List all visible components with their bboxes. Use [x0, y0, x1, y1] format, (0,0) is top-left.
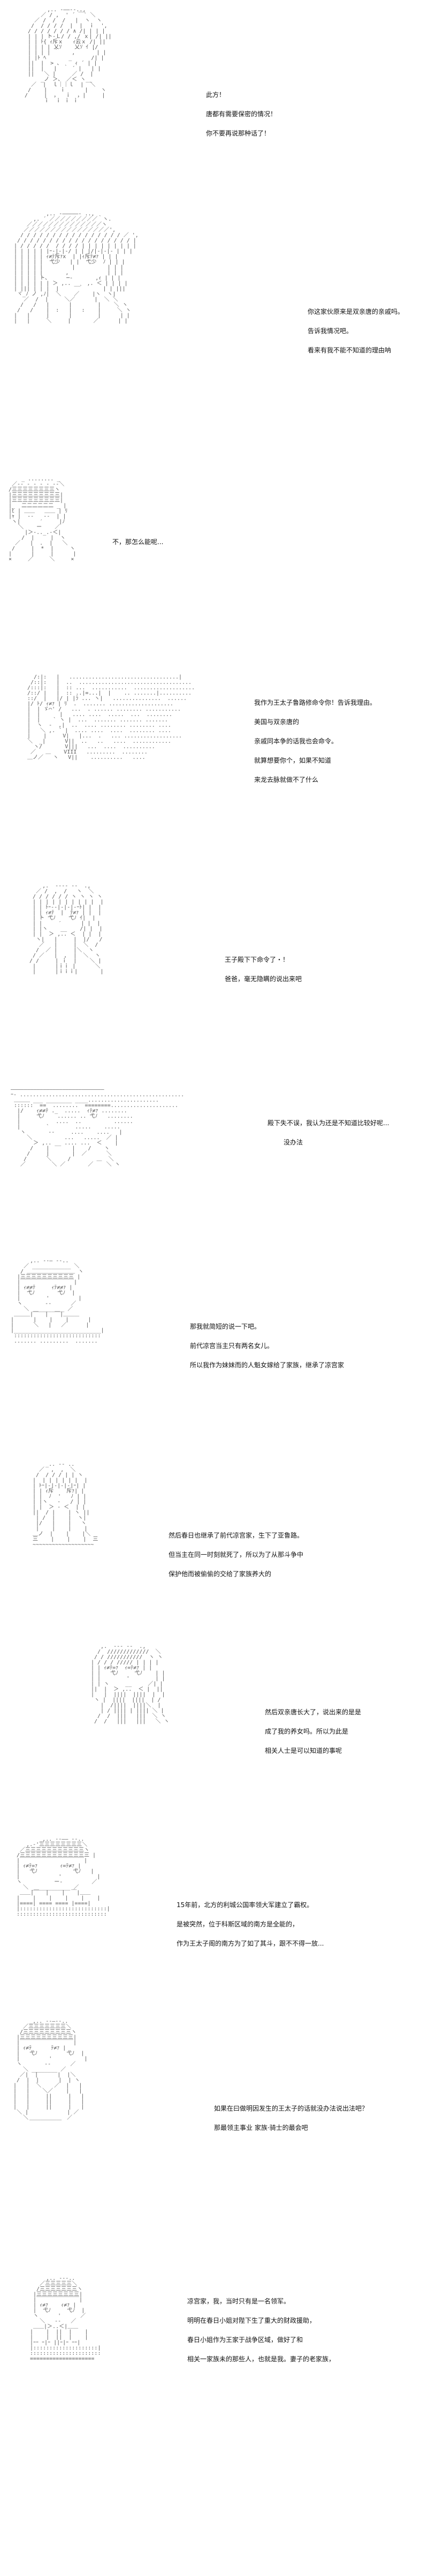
dialog-text: 此方！ 唐都有需要保密的情况！ 你不要再说那种话了！ — [206, 80, 277, 148]
dialog-line: 就算想要你个，如果不知道 — [254, 757, 332, 764]
dialog-line: 15年前，北方的利城公国率领大军建立了霸权。 — [177, 1901, 314, 1909]
dialog-line: 你这家伙原来是双亲唐的亲戚吗。 — [308, 308, 404, 315]
panel-2: ,.. -―――――- .., ,. ´ ／／／／／／／／／｀ヽ. ／／／／／／… — [0, 206, 428, 431]
ascii-art-character: /:|: | .................................… — [27, 674, 195, 760]
dialog-text: 然后双亲唐长大了，说出来的是是 成了我的养女吗。所以为此是 相关人士是可以知道的… — [265, 1698, 361, 1765]
dialog-line: 我作为王太子鲁路修命令你！告诉我理由。 — [254, 699, 377, 706]
dialog-line: 如果在曰做明因发生的王太子的话就没办法说出法吧？ — [214, 2105, 369, 2112]
dialog-line: 相关人士是可以知道的事呢 — [265, 1747, 342, 1754]
ascii-art-character: ,.. -―――――- .., ,. ´ ／／／／／／／／／｀ヽ. ／／／／／／… — [14, 211, 139, 324]
dialog-line: 没办法 — [284, 1139, 303, 1146]
ascii-art-character: _,.. ‐‐―― ‐‐.. ,.‐'三三三三三三三三＼ ／三三三三三三三三三三… — [17, 1836, 110, 1917]
dialog-line: 那最领主事业 家族·骑士的最会吧 — [214, 2124, 308, 2131]
panel-4: /:|: | .................................… — [0, 664, 428, 857]
ascii-art-character: ,.. ‐‐― ‐‐.. ／ ____________ ＼ / ＿＿＿＿＿＿＿＿… — [11, 1258, 104, 1344]
dialog-text: 你这家伙原来是双亲唐的亲戚吗。 告诉我情况吧。 看来有我不能不知道的理由呐 — [308, 297, 404, 365]
dialog-line: 然后春日也继承了前代凉宫家，生下了亚鲁路。 — [169, 1532, 304, 1539]
ascii-art-character: ,. -‐‐ ‐- ., / ///////////// ＼ / / /////… — [91, 1644, 170, 1724]
dialog-text: 那我就简短的说一下吧。 前代凉宫当主只有两名女儿。 所以我作为妹妹而的人魁女嫁给… — [190, 1312, 344, 1380]
dialog-line: 是被突然，位于科斯区域的南方是全能的， — [177, 1920, 299, 1928]
dialog-text: 然后春日也继承了前代凉宫家，生下了亚鲁路。 但当主在同一时刻就死了，所以为了从那… — [169, 1521, 303, 1588]
dialog-text: 如果在曰做明因发生的王太子的话就没办法说出法吧？ 那最领主事业 家族·骑士的最会… — [214, 2094, 368, 2142]
dialog-line: 前代凉宫当主只有两名女儿。 — [190, 1342, 274, 1350]
dialog-line: 不，那怎么能呢... — [112, 538, 164, 546]
ascii-art-character: ,.. ‐――‐‐.., ／ / , ' ´ ￣` ＼ ／ / / / | ヽ … — [25, 7, 112, 104]
ascii-art-character: ,.. ‐‐‐.. ／三三三三三＼ /三三三三三三三ヽ |三三三三三三三三| |… — [30, 2276, 101, 2362]
dialog-line: 但当主在同一时刻就死了，所以为了从那斗争中 — [169, 1551, 304, 1558]
ascii-art-character: _,.. ‐‐―‐‐.. ／三三三三三三三＼ /三三三三三三三三三ヽ |三三三三… — [13, 2018, 88, 2126]
dialog-line: 成了我的养女吗。所以为此是 — [265, 1728, 349, 1735]
dialog-line: 作为王太子阁的南方为了如了其斗，跟不不得一放... — [177, 1940, 324, 1947]
dialog-text: 15年前，北方的利城公国率领大军建立了霸权。 是被突然，位于科斯区域的南方是全能… — [177, 1890, 324, 1958]
dialog-line: 王子殿下下命令了・！ — [225, 956, 289, 963]
dialog-line: 保护他而被偷偷的交给了家族养大的 — [169, 1570, 272, 1578]
ascii-art-character: ,. -‐‐‐ ‐- ., ／ / , / ヽ ＼ / / / / / / ヽ … — [29, 883, 104, 975]
ascii-art-character: _ ........ _ ／-‐ ‐ ‐ ‐ ‐ ‐-＼ /三三三三三三三三ヽ … — [9, 476, 77, 562]
dialog-line: 所以我作为妹妹而的人魁女嫁给了家族，继承了凉宫家 — [190, 1361, 345, 1369]
dialog-line: 美国与双亲唐的 — [254, 718, 300, 726]
dialog-line: 看来有我不能不知道的理由呐 — [308, 347, 392, 354]
dialog-line: 爸爸，毫无隐瞒的说出来吧 — [225, 975, 302, 983]
panel-9: ,. -‐‐ ‐- ., / ///////////// ＼ / / /////… — [0, 1633, 428, 1794]
dialog-line: 春日小姐作为王家于战争区域，做好了和 — [187, 2336, 303, 2344]
dialog-line: 唐都有需要保密的情况！ — [206, 110, 277, 118]
dialog-line: 相关一家族未的那些人，也就是我。妻子的老家族， — [187, 2355, 335, 2363]
dialog-line: 凉宫家，我，当时只有是一名领军。 — [187, 2298, 291, 2305]
dialog-text: 不，那怎么能呢... — [112, 528, 163, 556]
panel-1: ,.. ‐――‐‐.., ／ / , ' ´ ￣` ＼ ／ / / / | ヽ … — [0, 0, 428, 182]
dialog-text: 殿下失不误，我认为还是不知道比较好呢... 没办法 — [268, 1109, 389, 1157]
dialog-text: 我作为王太子鲁路修命令你！告诉我理由。 美国与双亲唐的 亲戚同本争的话我也会命令… — [254, 688, 376, 794]
panel-8: _.. ‐- .. ／ , , ＼ / / / / | | ヽ | | | | … — [0, 1446, 428, 1612]
ascii-art-character: ――――――――――――――――――――――――――――― ｰ- .......… — [11, 1087, 185, 1168]
dialog-line: 亲戚同本争的话我也会命令。 — [254, 737, 338, 745]
dialog-line: 殿下失不误，我认为还是不知道比较好呢... — [268, 1119, 389, 1127]
dialog-text: 凉宫家，我，当时只有是一名领军。 明明在春日小姐对陛下生了重大的财政援助， 春日… — [187, 2287, 335, 2374]
panel-6: ――――――――――――――――――――――――――――― ｰ- .......… — [0, 1076, 428, 1232]
dialog-line: 告诉我情况吧。 — [308, 327, 353, 335]
panel-12: ,.. ‐‐‐.. ／三三三三三＼ /三三三三三三三ヽ |三三三三三三三三| |… — [0, 2260, 428, 2576]
dialog-line: 此方！ — [206, 91, 226, 99]
panel-7: ,.. ‐‐― ‐‐.. ／ ____________ ＼ / ＿＿＿＿＿＿＿＿… — [0, 1253, 428, 1425]
dialog-text: 王子殿下下命令了・！ 爸爸，毫无隐瞒的说出来吧 — [225, 945, 302, 993]
dialog-line: 你不要再说那种话了！ — [206, 130, 271, 137]
dialog-line: 然后双亲唐长大了，说出来的是是 — [265, 1708, 362, 1716]
dialog-line: 那我就简短的说一下吧。 — [190, 1323, 261, 1330]
panel-10: _,.. ‐‐―― ‐‐.. ,.‐'三三三三三三三三＼ ／三三三三三三三三三三… — [0, 1821, 428, 1982]
panel-3: _ ........ _ ／-‐ ‐ ‐ ‐ ‐ ‐-＼ /三三三三三三三三ヽ … — [0, 471, 428, 632]
panel-11: _,.. ‐‐―‐‐.. ／三三三三三三三＼ /三三三三三三三三三ヽ |三三三三… — [0, 2003, 428, 2223]
panel-5: ,. -‐‐‐ ‐- ., ／ / , / ヽ ＼ / / / / / / ヽ … — [0, 878, 428, 1050]
dialog-line: 来龙去脉就做不了什么 — [254, 776, 319, 784]
ascii-art-character: _.. ‐- .. ／ , , ＼ / / / / | | ヽ | | | | … — [33, 1462, 98, 1548]
dialog-line: 明明在春日小姐对陛下生了重大的财政援助， — [187, 2317, 316, 2324]
